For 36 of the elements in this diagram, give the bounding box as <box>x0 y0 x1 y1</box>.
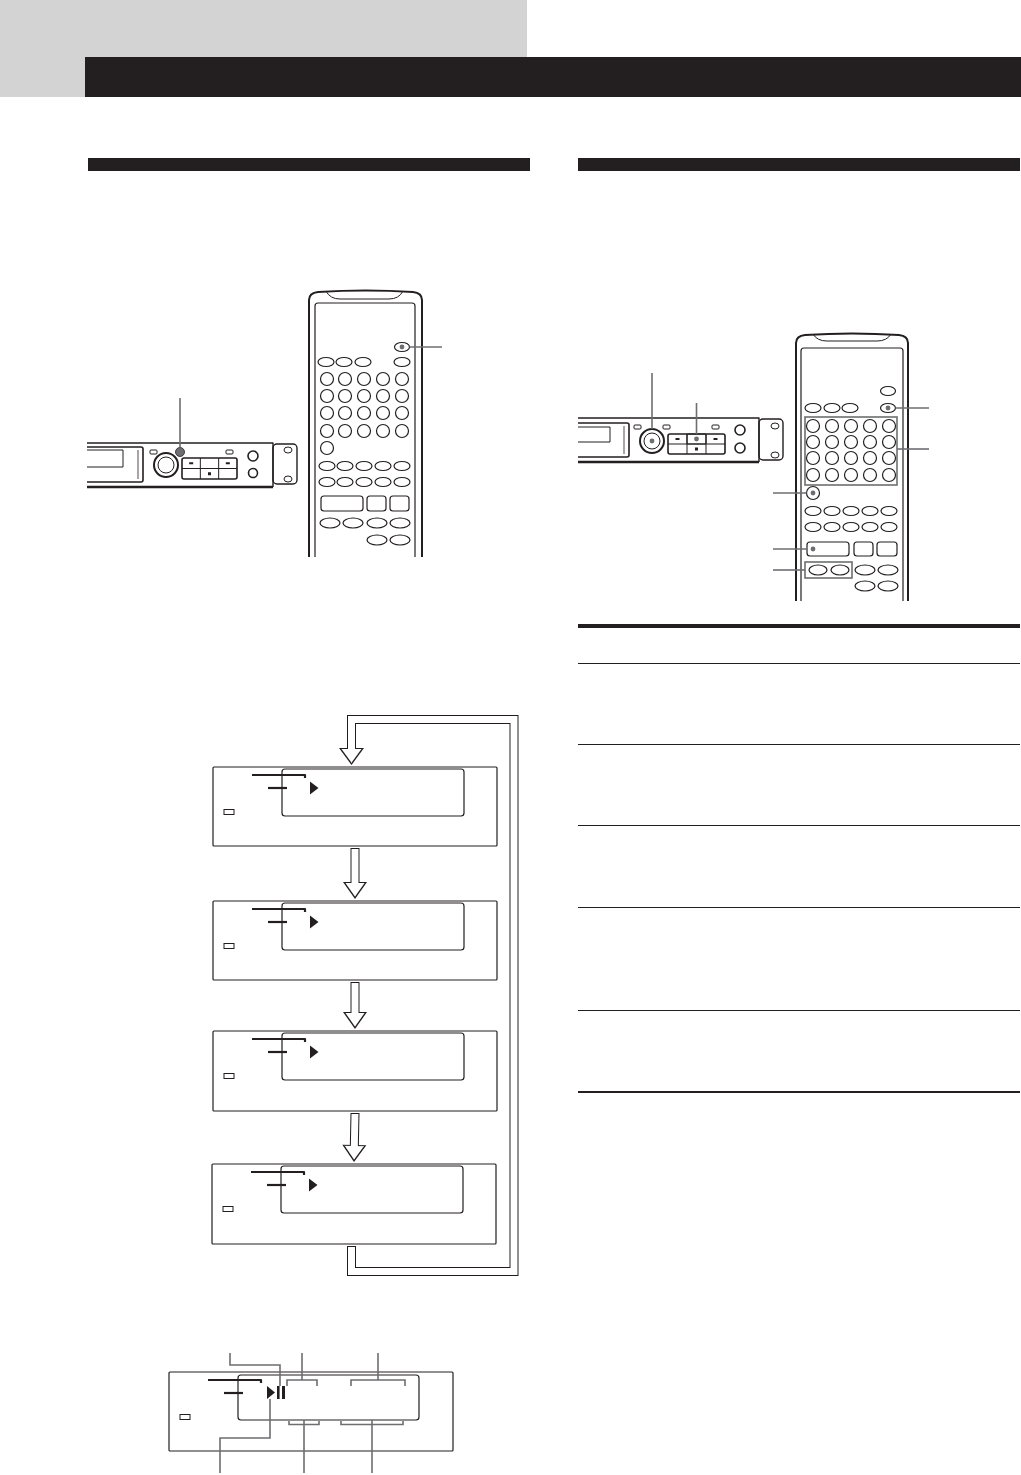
deck-button <box>175 447 185 457</box>
leader-line <box>288 1419 320 1474</box>
dial-knob <box>639 428 665 454</box>
leader-line <box>286 1352 318 1387</box>
display-panel-drawing <box>166 1369 456 1454</box>
leader-line <box>408 346 443 348</box>
display-panel-drawing <box>210 898 500 983</box>
display-panel-drawing <box>210 1028 500 1114</box>
leader-line <box>651 372 653 430</box>
leader-line <box>179 397 181 449</box>
block-arrow <box>339 715 519 1276</box>
display-panel-drawing <box>209 1161 499 1247</box>
leader-line <box>229 1352 281 1387</box>
leader-line <box>695 402 698 435</box>
remote-button <box>393 341 411 353</box>
leader-line <box>894 407 930 409</box>
display-panel-drawing <box>210 764 500 849</box>
button-pair-frame <box>804 561 853 579</box>
title-bar <box>85 57 1021 97</box>
leader-line <box>340 1419 404 1474</box>
deck-button <box>686 433 707 445</box>
keypad-frame <box>804 416 898 486</box>
display-window <box>237 1374 420 1421</box>
play-pause-icon <box>267 1386 285 1399</box>
block-arrow <box>343 982 367 1029</box>
block-arrow <box>343 848 367 899</box>
leader-line <box>772 569 806 571</box>
leader-line <box>772 548 808 550</box>
leader-line <box>772 492 808 494</box>
remote-button <box>879 402 897 414</box>
leader-line <box>219 1398 271 1474</box>
block-arrow <box>342 1112 367 1162</box>
leader-line <box>896 448 930 450</box>
remote-button <box>806 541 850 557</box>
leader-line <box>350 1352 406 1387</box>
remote-button <box>805 485 821 501</box>
